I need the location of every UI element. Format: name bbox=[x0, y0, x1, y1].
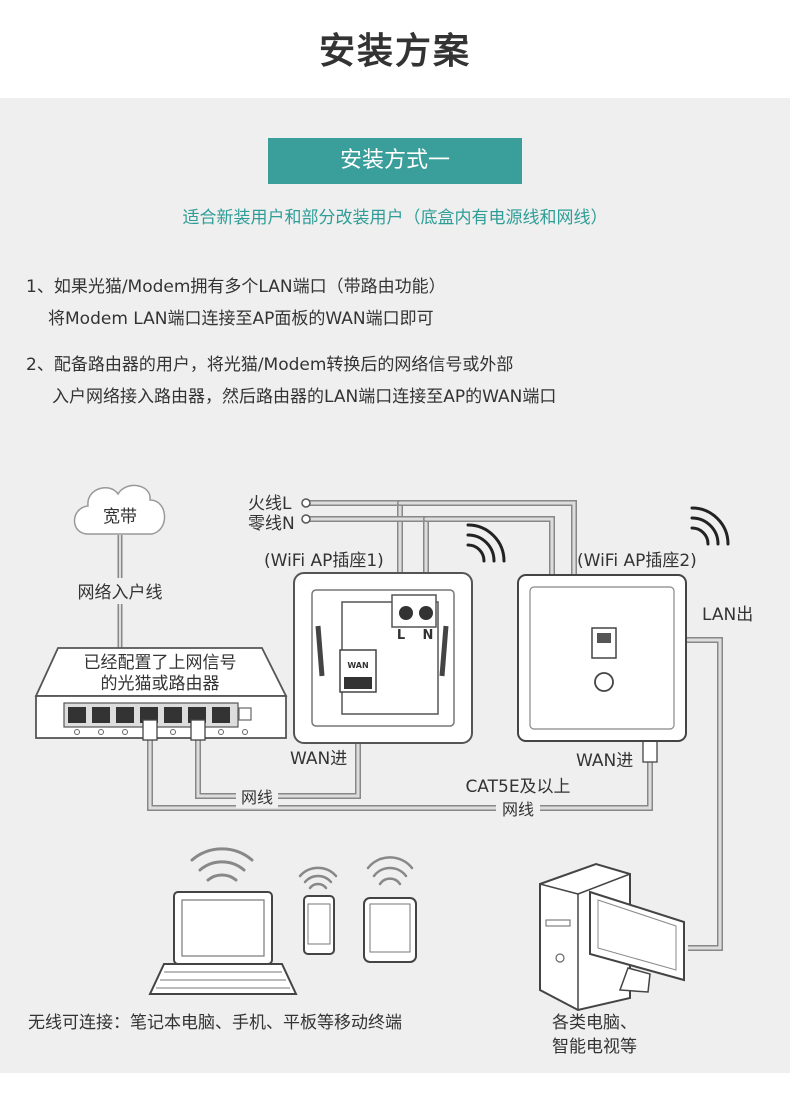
socket-2-wan-in-label: WAN进 bbox=[576, 751, 633, 771]
neutral-wire-terminal bbox=[301, 514, 311, 524]
header: 安装方案 bbox=[0, 0, 790, 98]
modem-indicator-leds bbox=[74, 729, 248, 735]
method-banner: 安装方式一 bbox=[268, 138, 522, 184]
cloud-icon bbox=[73, 484, 166, 535]
socket-2-lan-out-label: LAN出 bbox=[702, 605, 753, 625]
footer-strip bbox=[0, 1073, 790, 1100]
step-2-line-2: 入户网络接入路由器，然后路由器的LAN端口连接至AP的WAN端口 bbox=[52, 387, 557, 407]
wifi-signal-icon-2 bbox=[690, 506, 730, 546]
wifi-ap-socket-1 bbox=[293, 572, 473, 744]
socket-1-N-label: N bbox=[423, 628, 434, 643]
wired-devices-label-line-2: 智能电视等 bbox=[552, 1037, 637, 1057]
wired-devices-label-line-1: 各类电脑、 bbox=[552, 1013, 637, 1033]
cloud-label: 宽带 bbox=[103, 507, 137, 527]
socket-1-label: (WiFi AP插座1) bbox=[264, 551, 384, 571]
step-1-line-2: 将Modem LAN端口连接至AP面板的WAN端口即可 bbox=[48, 309, 434, 329]
neutral-wire-label: 零线N bbox=[248, 514, 295, 534]
phone-icon bbox=[303, 895, 335, 955]
modem-lan-ports bbox=[68, 707, 230, 723]
cable-spec-label: CAT5E及以上 bbox=[465, 777, 570, 797]
step-1-line-1: 1、如果光猫/Modem拥有多个LAN端口（带路由功能） bbox=[26, 277, 446, 297]
socket-1-L-label: L bbox=[397, 628, 405, 643]
page-title: 安装方案 bbox=[318, 31, 471, 72]
phone-wifi-icon bbox=[298, 866, 338, 890]
incoming-line-label: 网络入户线 bbox=[78, 583, 163, 603]
socket-2-label: (WiFi AP插座2) bbox=[577, 551, 697, 571]
step-2-line-1: 2、配备路由器的用户，将光猫/Modem转换后的网络信号或外部 bbox=[26, 355, 514, 375]
wifi-signal-icon-1 bbox=[466, 523, 506, 563]
cable-2-label: 网线 bbox=[502, 800, 534, 819]
cable-1-label: 网线 bbox=[241, 788, 273, 807]
tablet-wifi-icon bbox=[366, 856, 414, 886]
socket-1-wan-port-label: WAN bbox=[347, 661, 368, 670]
laptop-icon bbox=[148, 891, 298, 995]
socket-1-wan-in-label: WAN进 bbox=[290, 749, 347, 769]
modem-label-line-2: 的光猫或路由器 bbox=[101, 674, 220, 694]
tablet-icon bbox=[363, 897, 417, 963]
method-subtitle: 适合新装用户和部分改装用户（底盒内有电源线和网线） bbox=[182, 208, 608, 228]
wireless-devices-label: 无线可连接：笔记本电脑、手机、平板等移动终端 bbox=[28, 1013, 402, 1033]
incoming-line-label-bg bbox=[62, 578, 178, 604]
modem-label-line-1: 已经配置了上网信号 bbox=[84, 653, 237, 673]
laptop-wifi-icon bbox=[190, 847, 254, 882]
desktop-computer-icon bbox=[539, 862, 685, 1012]
wifi-ap-socket-2 bbox=[517, 574, 687, 742]
live-wire-terminal bbox=[301, 498, 311, 508]
cable-2-label-bg bbox=[496, 798, 540, 820]
modem-power-port bbox=[238, 707, 252, 721]
cable-1-label-bg bbox=[236, 786, 278, 808]
live-wire-label: 火线L bbox=[248, 494, 292, 514]
